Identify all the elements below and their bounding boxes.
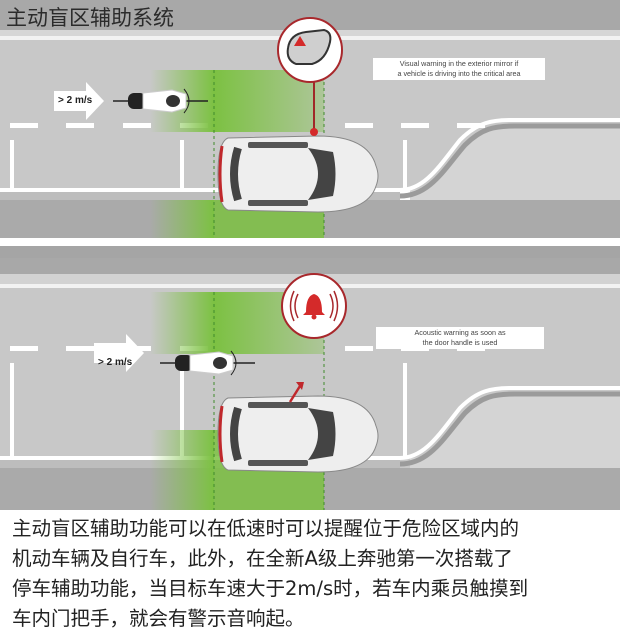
callout-line-2: the door handle is used <box>422 338 498 347</box>
bell-alarm-icon <box>281 273 347 339</box>
car-icon <box>217 395 379 473</box>
road-scene-top <box>0 0 620 258</box>
cyclist-icon <box>113 88 208 114</box>
caption-text: 主动盲区辅助功能可以在低速时可以提醒位于危险区域内的 机动车辆及自行车，此外，在… <box>12 514 616 634</box>
speed-label-bottom: > 2 m/s <box>98 357 133 368</box>
speed-arrow-icon <box>94 334 144 372</box>
callout-line-2: a vehicle is driving into the critical a… <box>397 69 521 78</box>
callout-visual-warning: Visual warning in the exterior mirror if… <box>373 58 545 80</box>
diagram-panel-visual-warning <box>0 0 620 258</box>
door-open-arrow-icon <box>288 385 302 403</box>
cyclist-icon <box>160 350 255 376</box>
caption-line: 主动盲区辅助功能可以在低速时可以提醒位于危险区域内的 <box>12 517 520 540</box>
road-scene-bottom <box>0 258 620 510</box>
speed-label-top: > 2 m/s <box>58 95 93 106</box>
caption-line: 车内门把手，就会有警示音响起。 <box>12 607 305 630</box>
car-icon <box>217 135 379 213</box>
callout-acoustic-warning: Acoustic warning as soon as the door han… <box>376 327 544 349</box>
callout-line-1: Acoustic warning as soon as <box>414 328 506 337</box>
mirror-warning-icon <box>277 17 343 83</box>
caption-line: 机动车辆及自行车，此外，在全新A级上奔驰第一次搭载了 <box>12 547 513 570</box>
speed-arrow-icon <box>54 82 104 120</box>
page-title: 主动盲区辅助系统 <box>6 6 174 30</box>
callout-line-1: Visual warning in the exterior mirror if <box>399 59 519 68</box>
diagram-panel-acoustic-warning <box>0 258 620 510</box>
caption-line: 停车辅助功能，当目标车速大于2m/s时，若车内乘员触摸到 <box>12 577 529 600</box>
